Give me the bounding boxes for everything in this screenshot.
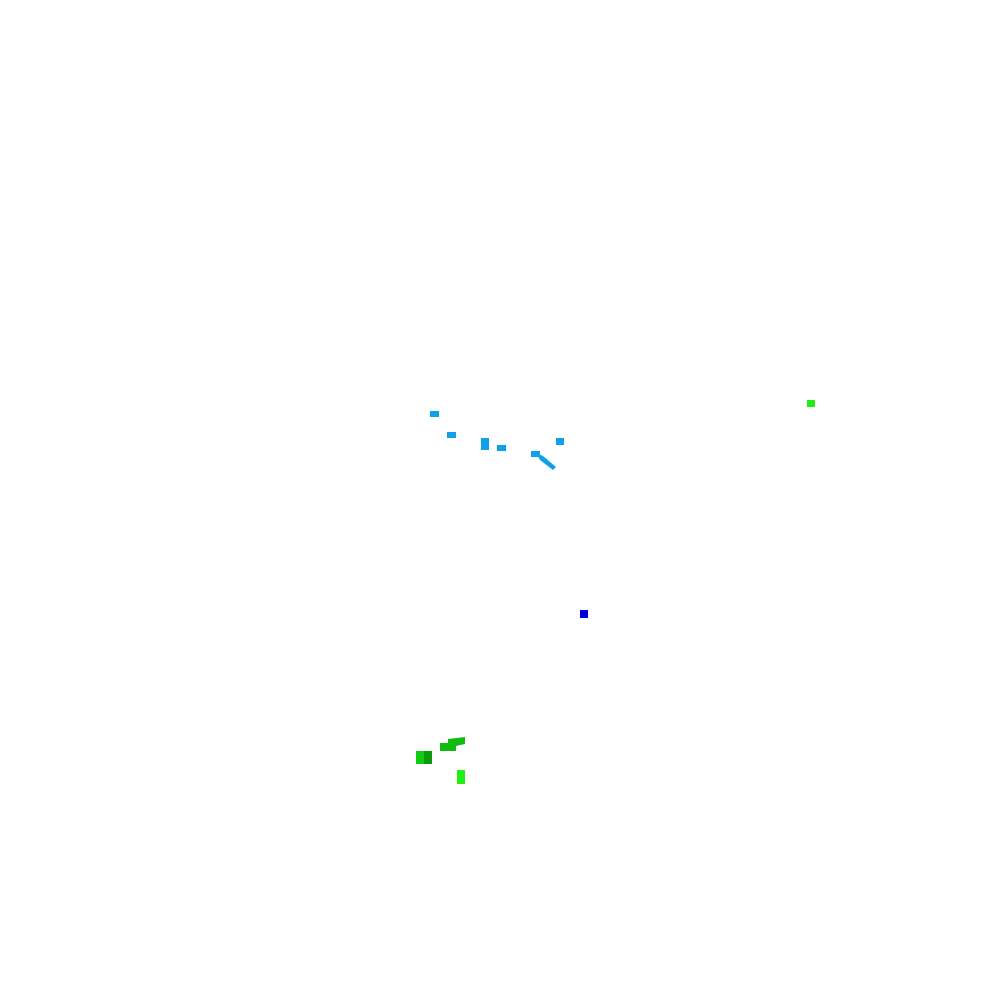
vegetation-layer	[416, 400, 815, 784]
water-patch	[430, 411, 439, 417]
water-stream	[536, 453, 556, 470]
water-patch	[481, 438, 489, 450]
water-patch	[447, 432, 456, 438]
vegetation-patch	[440, 743, 456, 751]
vegetation-patch	[416, 751, 424, 764]
vegetation-patch	[457, 770, 465, 784]
water-features-layer	[430, 411, 564, 470]
water-patch	[497, 445, 506, 451]
water-patch	[531, 451, 540, 457]
marker-layer	[580, 610, 588, 618]
water-patch	[556, 438, 564, 445]
vegetation-patch	[424, 751, 432, 764]
vegetation-patch	[448, 737, 465, 746]
vegetation-patch	[807, 400, 815, 407]
point-marker[interactable]	[580, 610, 588, 618]
